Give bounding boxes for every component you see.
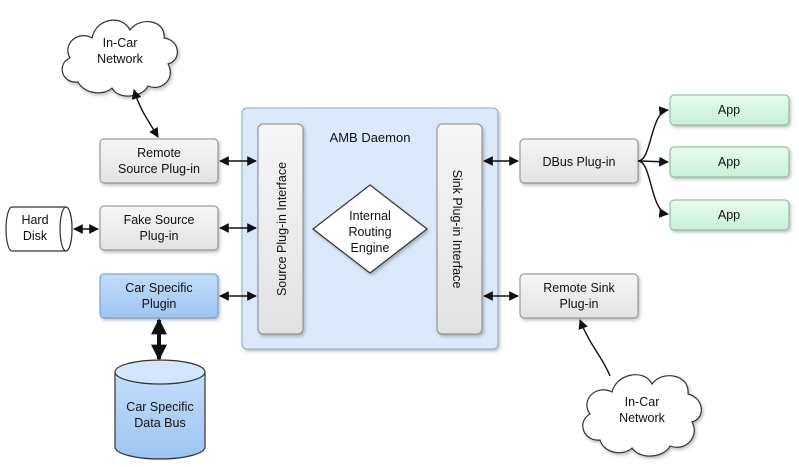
routing-engine-line1: Internal [349,209,391,223]
fake-source-line1: Fake Source [124,213,195,227]
remote-sink-plugin: Remote Sink Plug-in [519,273,639,319]
cloud-icon-top: In-Car Network [61,19,178,97]
hard-disk-line1: Hard [21,213,48,227]
app-label-2: App [718,155,740,169]
fake-source-line2: Plug-in [140,229,179,243]
cloud-top-line2: Network [97,52,144,66]
sink-interface-label: Sink Plug-in Interface [450,170,464,289]
app-box-2: App [669,146,790,178]
hard-disk-line2: Disk [23,229,48,243]
data-bus-line1: Car Specific [126,400,193,414]
car-data-bus-database-icon: Car Specific Data Bus [114,359,206,460]
app-label-1: App [718,103,740,117]
routing-engine-line3: Engine [351,241,390,255]
daemon-title: AMB Daemon [330,130,411,145]
cloud-bottom-line1: In-Car [625,395,660,409]
remote-sink-line1: Remote Sink [543,281,615,295]
app-label-3: App [718,208,740,222]
arrow-cloud-to-remote-sink [578,319,611,377]
fake-source-plugin: Fake Source Plug-in [99,205,219,251]
dbus-plugin: DBus Plug-in [519,138,639,184]
car-plugin-line1: Car Specific [125,281,192,295]
remote-sink-line2: Plug-in [560,297,599,311]
hard-disk-icon: Hard Disk [5,206,73,252]
source-plugin-interface: Source Plug-in Interface [257,123,304,335]
cloud-top-line1: In-Car [103,36,138,50]
car-plugin-line2: Plugin [142,297,177,311]
source-interface-label: Source Plug-in Interface [275,162,289,296]
arrow-dbus-to-app-3 [637,160,669,218]
data-bus-line2: Data Bus [134,416,185,430]
dbus-plugin-label: DBus Plug-in [543,155,616,169]
connectors [73,89,669,377]
routing-engine-diamond: Internal Routing Engine [312,184,428,274]
app-box-1: App [669,94,790,126]
arrow-dbus-to-app-1 [637,106,669,162]
cloud-icon-bottom: In-Car Network [582,374,702,457]
arrow-cloud-to-remote-source [131,89,159,138]
remote-source-line2: Source Plug-in [118,162,200,176]
remote-source-plugin: Remote Source Plug-in [99,138,219,184]
car-specific-plugin: Car Specific Plugin [99,273,219,319]
cloud-bottom-line2: Network [619,411,666,425]
app-box-3: App [669,199,790,231]
arrow-dbus-to-app-2 [639,156,669,167]
sink-plugin-interface: Sink Plug-in Interface [436,123,483,335]
routing-engine-line2: Routing [348,225,391,239]
remote-source-line1: Remote [137,146,181,160]
